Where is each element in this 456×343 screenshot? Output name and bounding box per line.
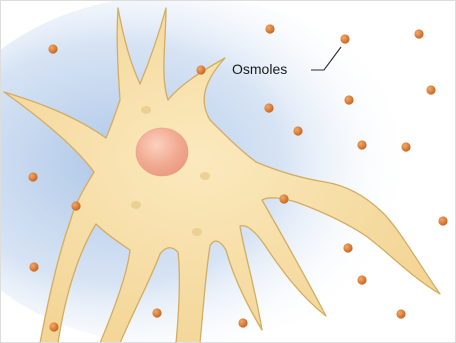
osmole-particle	[414, 29, 423, 38]
osmole-particle	[238, 318, 247, 327]
osmole-particle	[343, 243, 352, 252]
osmole-particle	[28, 172, 37, 181]
osmole-particle	[71, 201, 80, 210]
osmole-particle	[152, 308, 161, 317]
organelle	[192, 228, 202, 236]
osmole-particle	[340, 34, 349, 43]
osmole-particle	[401, 142, 410, 151]
osmoles-label: Osmoles	[232, 61, 287, 77]
osmole-particle	[264, 103, 273, 112]
osmole-particle	[293, 126, 302, 135]
osmole-particle	[438, 216, 447, 225]
organelle	[141, 106, 151, 114]
osmole-particle	[196, 65, 205, 74]
osmole-particle	[396, 309, 405, 318]
osmole-particle	[344, 95, 353, 104]
osmole-particle	[265, 24, 274, 33]
nucleus	[136, 128, 188, 176]
osmole-particle	[279, 194, 288, 203]
osmole-particle	[29, 262, 38, 271]
osmole-particle	[357, 140, 366, 149]
osmole-particle	[49, 322, 58, 331]
osmole-particle	[426, 85, 435, 94]
organelle	[200, 172, 210, 180]
osmole-particle	[357, 275, 366, 284]
organelle	[131, 201, 141, 209]
osmole-particle	[48, 44, 57, 53]
